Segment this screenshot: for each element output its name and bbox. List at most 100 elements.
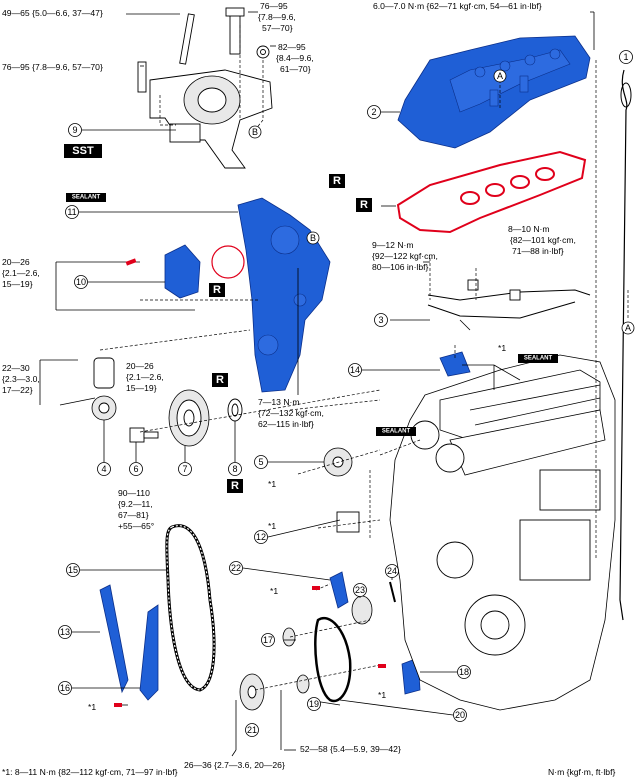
torque-9-12: 9—12 N·m {92—122 kgf·cm, 80—106 in·lbf} xyxy=(372,240,438,272)
svg-text:20—26: 20—26 xyxy=(2,257,30,267)
svg-text:{92—122 kgf·cm,: {92—122 kgf·cm, xyxy=(372,251,438,261)
svg-text:SST: SST xyxy=(72,145,94,157)
callout-5: 5 xyxy=(254,455,268,469)
svg-text:15: 15 xyxy=(68,565,78,575)
callout-16: 16 xyxy=(58,681,72,695)
star-note-4: *1 xyxy=(270,586,278,596)
star-note-6: *1 xyxy=(378,690,386,700)
torque-7-13: 7—13 N·m {72—132 kgf·cm, 62—115 in·lbf} xyxy=(258,397,324,429)
crankshaft-pulley-bolt xyxy=(129,427,159,443)
callout-4: 4 xyxy=(97,462,111,476)
callout-8: 8 xyxy=(228,462,242,476)
svg-text:10: 10 xyxy=(76,277,86,287)
crankshaft-sprocket xyxy=(351,595,373,625)
svg-text:67—81}: 67—81} xyxy=(118,510,149,520)
dowel-pin xyxy=(389,581,396,603)
unit-note: N·m {kgf·m, ft·lbf} xyxy=(548,767,615,777)
replace-badge-5: R xyxy=(227,479,243,493)
drive-belt-tensioner xyxy=(59,357,117,421)
svg-text:1: 1 xyxy=(623,52,628,62)
svg-text:20: 20 xyxy=(455,710,465,720)
reference-letters: B B A A xyxy=(248,69,635,335)
svg-text:{2.1—2.6,: {2.1—2.6, xyxy=(2,268,40,278)
svg-text:8—10 N·m: 8—10 N·m xyxy=(508,224,550,234)
svg-text:17—22}: 17—22} xyxy=(2,385,33,395)
svg-text:22—30: 22—30 xyxy=(2,363,30,373)
svg-text:76—95: 76—95 xyxy=(260,1,288,11)
oil-level-gauge xyxy=(619,69,632,621)
callout-13: 13 xyxy=(58,625,72,639)
torque-82-95: 82—95 {8.4—9.6, 61—70} xyxy=(276,42,314,74)
svg-text:18: 18 xyxy=(459,667,469,677)
callout-6: 6 xyxy=(129,462,143,476)
star-note-1: *1 xyxy=(498,343,506,353)
svg-text:20—26: 20—26 xyxy=(126,361,154,371)
svg-text:A: A xyxy=(497,71,503,81)
svg-text:71—88 in·lbf}: 71—88 in·lbf} xyxy=(512,246,564,256)
cylinder-head-cover xyxy=(397,35,591,149)
replace-badge-4: R xyxy=(212,373,228,387)
head-cover-gasket xyxy=(396,150,587,234)
torque-52-58: 52—58 {5.4—5.9, 39—42} xyxy=(300,744,401,754)
svg-text:9: 9 xyxy=(72,125,77,135)
svg-text:{72—132 kgf·cm,: {72—132 kgf·cm, xyxy=(258,408,324,418)
callout-19: 19 xyxy=(307,697,321,711)
svg-text:{2.3—3.0,: {2.3—3.0, xyxy=(2,374,40,384)
svg-text:SEALANT: SEALANT xyxy=(524,356,553,362)
callout-11: 11 xyxy=(65,205,79,219)
oil-pump-cover xyxy=(164,244,245,299)
callout-2: 2 xyxy=(367,105,381,119)
svg-text:14: 14 xyxy=(350,365,360,375)
assembly-reference-lines xyxy=(99,25,629,691)
oil-pump-sprocket xyxy=(239,673,265,711)
svg-text:4: 4 xyxy=(101,464,106,474)
callout-21: 21 xyxy=(245,723,259,737)
engine-assembly xyxy=(389,354,616,711)
tensioner-lever xyxy=(329,571,349,609)
callout-10: 10 xyxy=(74,275,88,289)
svg-text:17: 17 xyxy=(263,635,273,645)
callout-17: 17 xyxy=(261,633,275,647)
svg-text:7: 7 xyxy=(182,464,187,474)
svg-text:A: A xyxy=(625,323,631,333)
replace-badge-3: R xyxy=(209,283,225,297)
ref-b-cover: B xyxy=(306,231,320,245)
svg-text:80—106 in·lbf}: 80—106 in·lbf} xyxy=(372,262,429,272)
callout-9: 9 xyxy=(68,123,82,137)
svg-text:SEALANT: SEALANT xyxy=(72,195,101,201)
svg-text:3: 3 xyxy=(378,315,383,325)
svg-text:23: 23 xyxy=(355,585,365,595)
svg-text:15—19}: 15—19} xyxy=(2,279,33,289)
sealant-badge-1: SEALANT xyxy=(66,193,106,202)
callout-15: 15 xyxy=(66,563,80,577)
svg-text:B: B xyxy=(252,127,258,137)
chain-tensioner-arm xyxy=(139,604,159,701)
svg-text:SEALANT: SEALANT xyxy=(382,429,411,435)
callout-1: 1 xyxy=(619,50,633,64)
replace-badge-2: R xyxy=(356,198,372,212)
svg-text:12: 12 xyxy=(256,532,266,542)
star-note-2: *1 xyxy=(268,479,276,489)
svg-text:R: R xyxy=(333,175,341,187)
callout-3: 3 xyxy=(374,313,388,327)
svg-text:7—13 N·m: 7—13 N·m xyxy=(258,397,300,407)
svg-text:6: 6 xyxy=(133,464,138,474)
svg-text:61—70}: 61—70} xyxy=(280,64,311,74)
upper-chain-guide xyxy=(439,351,471,377)
svg-text:16: 16 xyxy=(60,683,70,693)
chain-guide xyxy=(99,584,129,694)
badges: SST R R R R R SEALANT SEALANT SEALANT xyxy=(64,144,558,493)
svg-text:9—12 N·m: 9—12 N·m xyxy=(372,240,414,250)
callout-18: 18 xyxy=(457,665,471,679)
torque-6-7: 6.0—7.0 N·m {62—71 kgf·cm, 54—61 in·lbf} xyxy=(373,1,542,11)
callout-24: 24 xyxy=(385,564,399,578)
callout-7: 7 xyxy=(178,462,192,476)
crank-seal-small xyxy=(282,627,296,647)
ref-a-gauge: A xyxy=(621,321,635,335)
svg-text:{7.8—9.6,: {7.8—9.6, xyxy=(258,12,296,22)
torque-26-36: 26—36 {2.7—3.6, 20—26} xyxy=(184,760,285,770)
svg-text:57—70}: 57—70} xyxy=(262,23,293,33)
svg-text:5: 5 xyxy=(258,457,263,467)
svg-text:11: 11 xyxy=(67,207,76,217)
